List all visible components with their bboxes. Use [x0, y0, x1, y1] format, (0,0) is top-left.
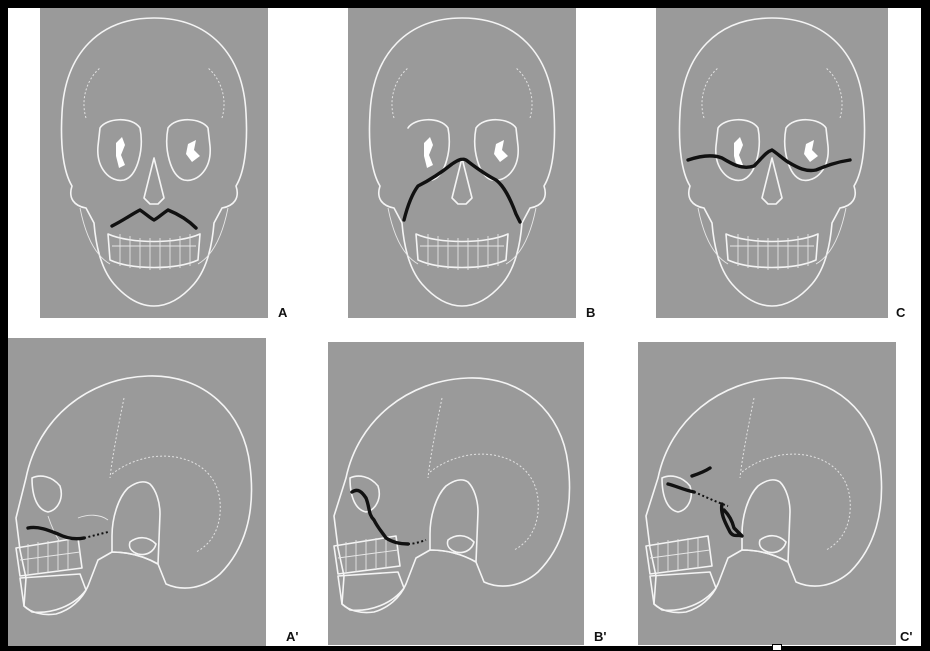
fracture-line-le-fort-iii-lateral-upper: [692, 468, 710, 476]
lateral-skull-illustration-c-prime: [638, 342, 896, 645]
panel-a-frontal-skull: [40, 8, 268, 318]
panel-label-b: B: [586, 306, 595, 319]
frontal-skull-illustration-b: [348, 8, 576, 318]
panel-label-c: C: [896, 306, 905, 319]
panel-label-c-prime: C': [900, 630, 912, 643]
page-corner-marker: [772, 644, 782, 651]
skull-outline: [16, 376, 252, 615]
panel-label-a: A: [278, 306, 287, 319]
panel-label-b-prime: B': [594, 630, 606, 643]
skull-outline: [646, 378, 882, 613]
fracture-line-le-fort-ii-lateral: [352, 490, 408, 544]
frontal-skull-illustration-a: [40, 8, 268, 318]
skull-outline: [369, 18, 554, 306]
panel-a-prime-lateral-skull: [8, 338, 266, 651]
skull-outline: [61, 18, 246, 306]
panel-b-prime-lateral-skull: [328, 342, 584, 645]
panel-label-a-prime: A': [286, 630, 298, 643]
fracture-line-le-fort-ii: [404, 159, 520, 222]
frontal-skull-illustration-c: [656, 8, 888, 318]
fracture-line-le-fort-i: [112, 210, 196, 228]
figure-sheet: A B: [8, 8, 921, 651]
fracture-line-le-fort-i-lateral: [28, 527, 84, 538]
lateral-skull-illustration-a-prime: [8, 338, 266, 651]
orbit-marks: [116, 137, 200, 168]
fracture-line-le-fort-i-lateral-hidden: [84, 532, 108, 538]
fracture-line-le-fort-ii-lateral-hidden: [408, 540, 426, 544]
fracture-line-le-fort-iii-lateral-zygoma: [722, 504, 742, 536]
skull-outline: [334, 378, 570, 613]
lateral-skull-illustration-b-prime: [328, 342, 584, 645]
panel-b-frontal-skull: [348, 8, 576, 318]
panel-c-prime-lateral-skull: [638, 342, 896, 645]
panel-c-frontal-skull: [656, 8, 888, 318]
bottom-border: [8, 646, 921, 651]
orbit-marks: [424, 137, 508, 168]
